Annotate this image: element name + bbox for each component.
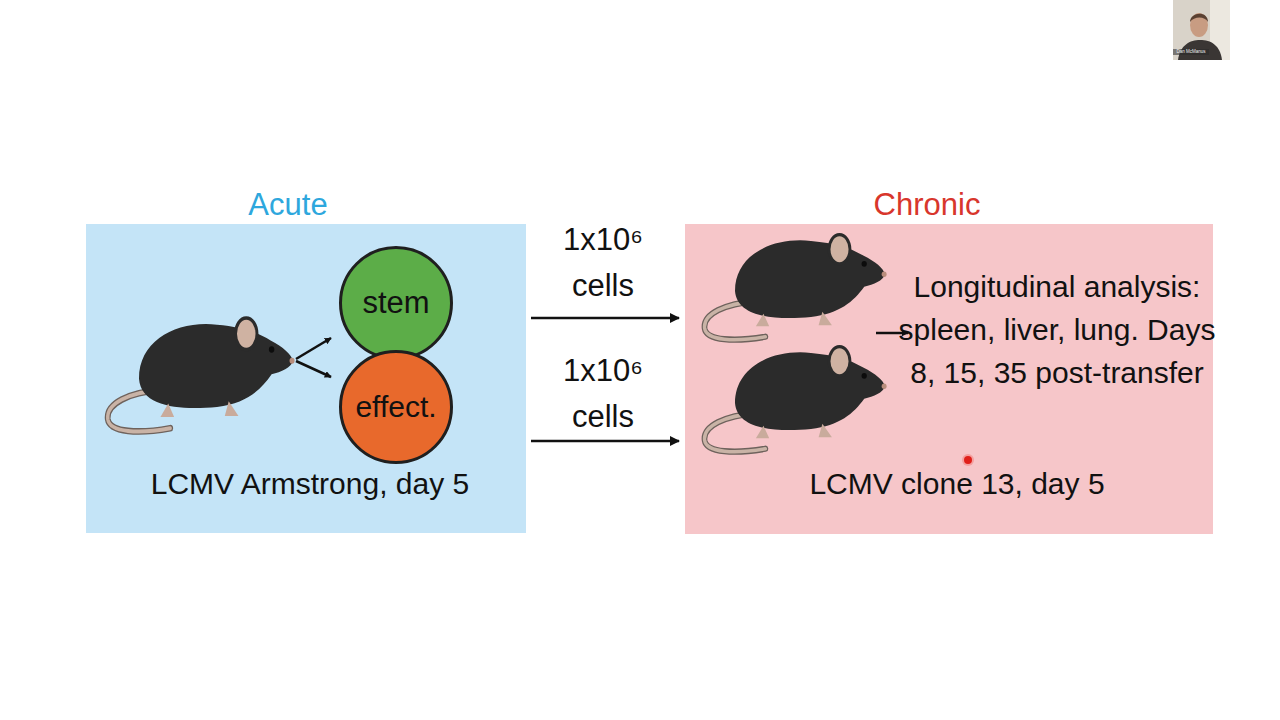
analysis-note: Longitudinal analysis: spleen, liver, lu… bbox=[897, 265, 1217, 394]
edge-label: 1x10⁶ cells bbox=[548, 217, 658, 309]
webcam-thumbnail bbox=[1173, 0, 1230, 60]
edge-label: 1x10⁶ cells bbox=[548, 348, 658, 440]
webcam-name-plate bbox=[1173, 49, 1209, 55]
presenter-name: Dan McManus bbox=[1173, 49, 1209, 55]
group-box: AcuteLCMV Armstrong, day 5stemeffect. bbox=[86, 224, 526, 533]
group-heading: Chronic bbox=[827, 187, 1027, 223]
transfer-arrow bbox=[531, 440, 679, 443]
cell-circle: stem bbox=[339, 246, 453, 360]
cell-label: effect. bbox=[339, 389, 453, 425]
webcam-person bbox=[1190, 14, 1208, 22]
group-box: ChronicLongitudinal analysis: spleen, li… bbox=[685, 224, 1213, 534]
transfer-arrow bbox=[531, 317, 679, 320]
group-caption: LCMV Armstrong, day 5 bbox=[90, 465, 530, 503]
group-caption: LCMV clone 13, day 5 bbox=[737, 465, 1177, 503]
webcam-person bbox=[1190, 13, 1208, 37]
webcam-background bbox=[1210, 0, 1230, 60]
cell-circle: effect. bbox=[339, 350, 453, 464]
webcam-frame bbox=[1173, 0, 1230, 60]
cell-label: stem bbox=[339, 285, 453, 321]
group-heading: Acute bbox=[188, 187, 388, 223]
